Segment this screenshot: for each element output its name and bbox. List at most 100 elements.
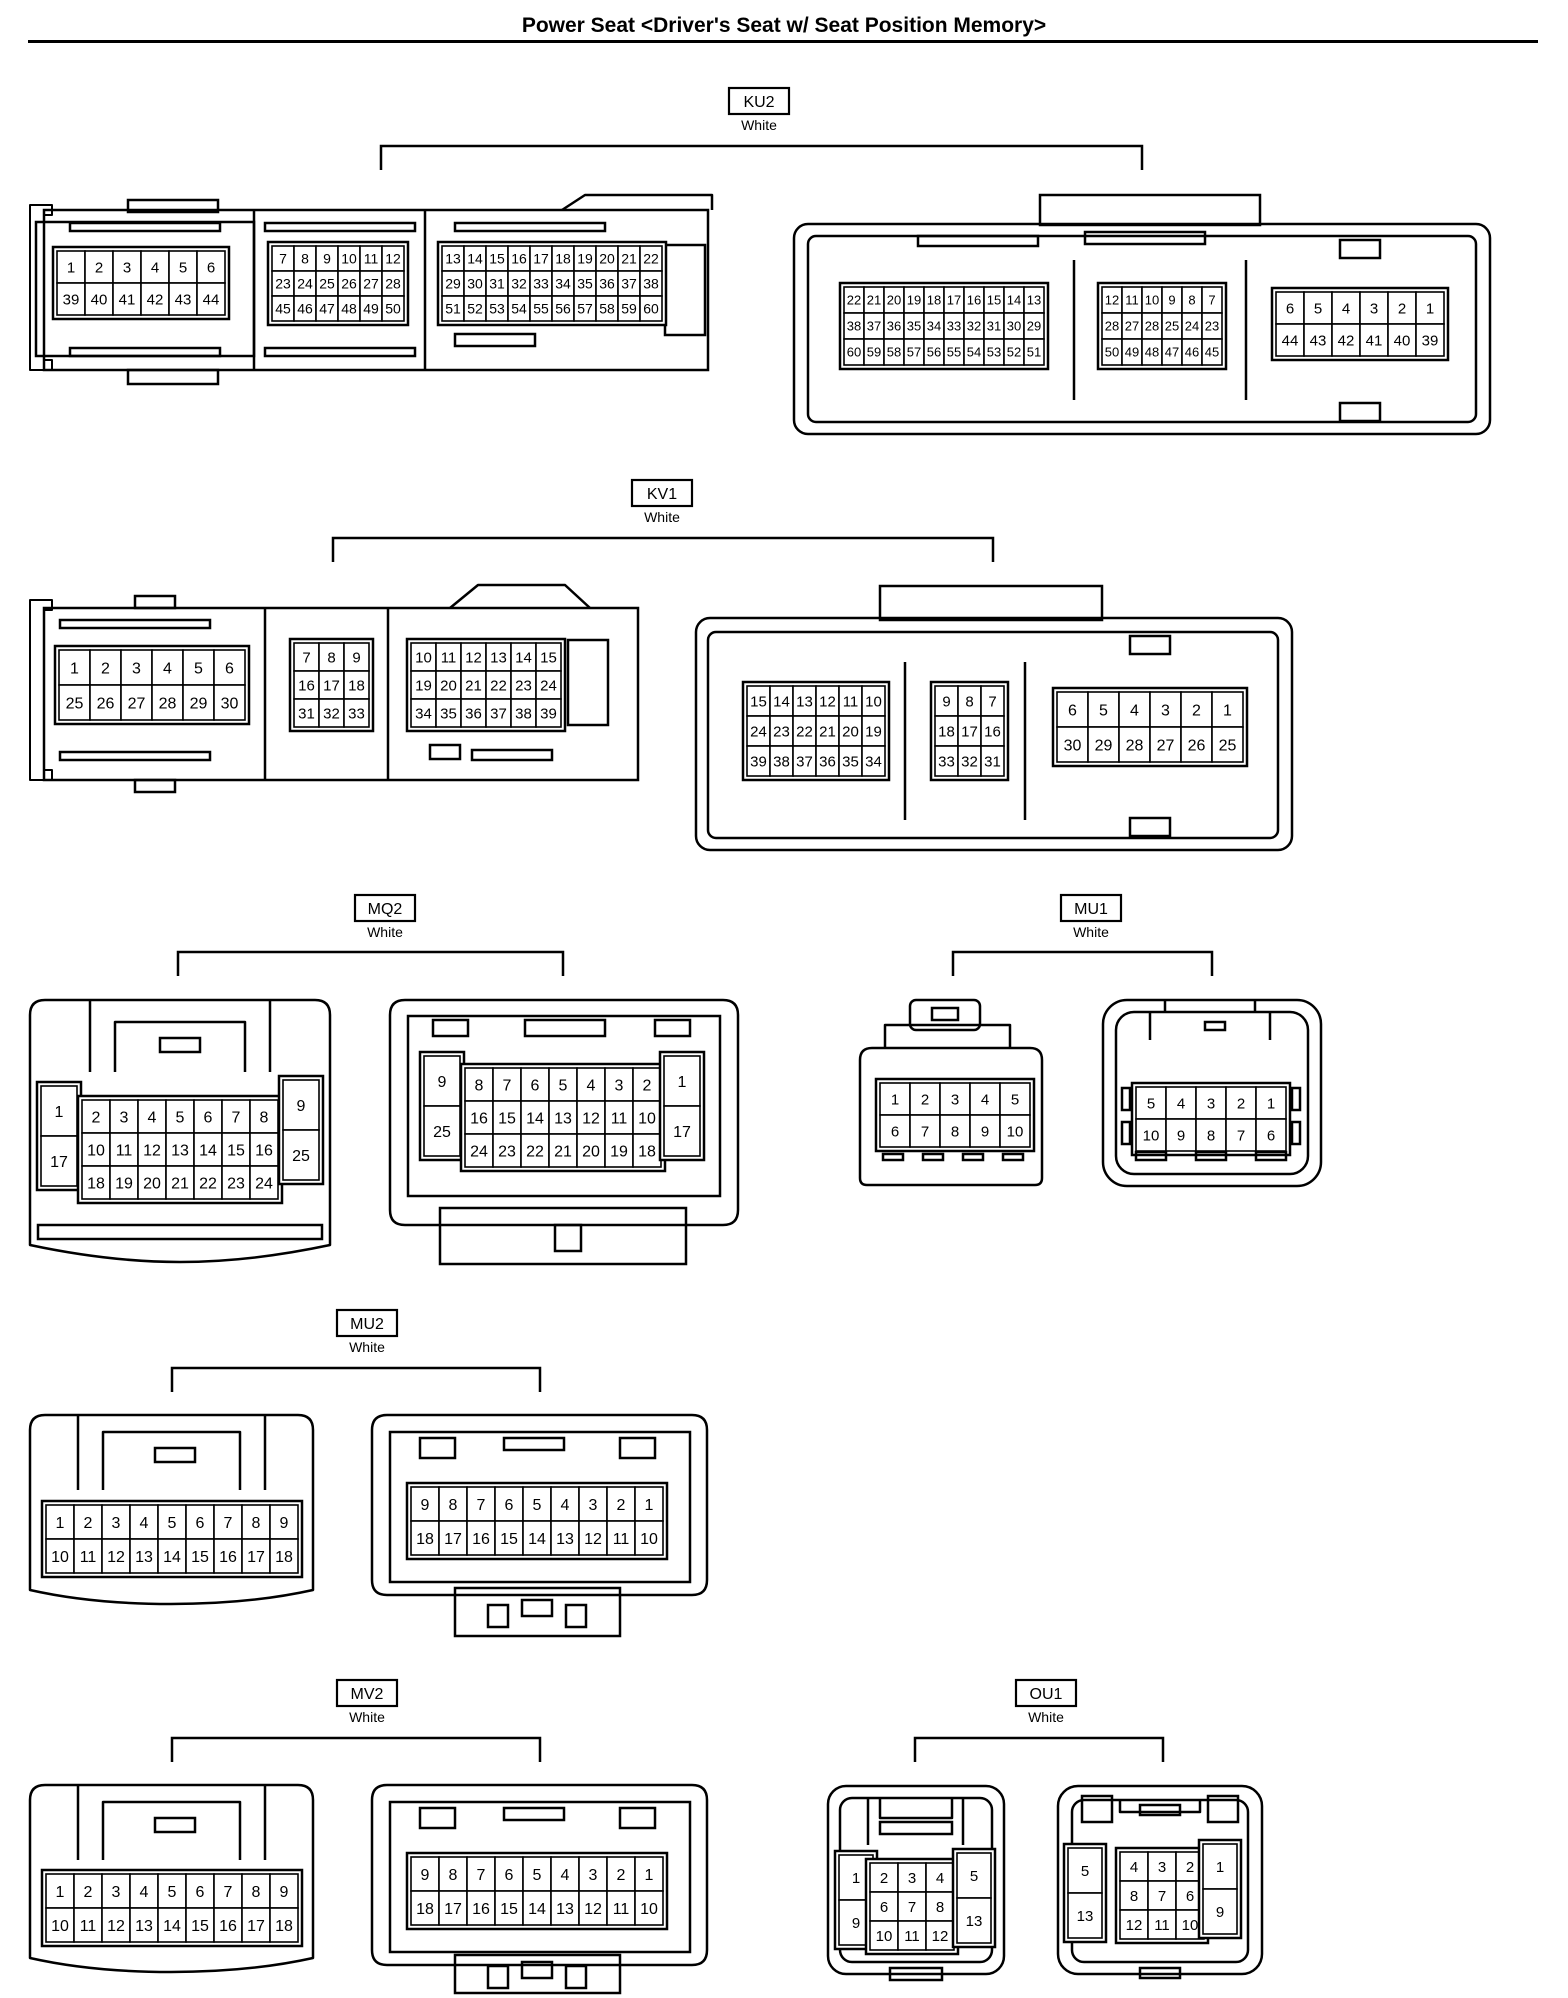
pin-number: 6 [891,1123,899,1140]
pin-grid: 117 [35,1080,83,1192]
pin-number: 6 [207,259,215,276]
pin-cell [410,1486,440,1522]
pin-number: 17 [323,677,340,694]
pin-number: 7 [1208,293,1215,308]
housing-outline [29,204,53,371]
pin-number: 18 [348,677,365,694]
pin-cell [438,1520,468,1556]
pin-number: 2 [1186,1859,1194,1876]
pin-cell [410,670,437,700]
pin-number: 34 [415,705,432,722]
pin-number: 10 [1007,1123,1024,1140]
housing-outline [453,1586,622,1638]
pin-number: 11 [441,649,457,666]
connector-code: MQ2 [368,901,403,918]
pin-cell [1255,1118,1287,1152]
pin-number: 41 [119,291,136,308]
pin-cell [213,649,246,686]
pin-number: 4 [140,1884,149,1901]
pin-number: 35 [907,319,921,334]
pin-number: 7 [988,693,996,710]
housing-outline [42,208,710,372]
pin-cell [535,698,562,728]
pin-cell [182,649,215,686]
pin-number: 31 [984,753,1001,770]
pin-number: 58 [599,301,615,317]
pin-cell [1202,1888,1238,1935]
page-title: Power Seat <Driver's Seat w/ Seat Positi… [521,14,1047,37]
housing-outline [486,1964,510,1990]
pin-number: 2 [617,1497,626,1514]
pin-number: 7 [477,1497,486,1514]
housing-outline [263,221,417,233]
pin-number: 24 [470,1143,488,1160]
pin-number: 36 [819,753,836,770]
pin-number: 60 [643,301,659,317]
housing-outline [523,1018,607,1038]
pin-number: 32 [961,753,978,770]
pin-cell [1165,1118,1197,1152]
pin-cell [269,1504,299,1540]
housing-outline [453,1953,622,1995]
pin-cell [1067,1892,1103,1939]
pin-grid: 925 [418,1050,466,1162]
pin-number: 16 [472,1901,490,1918]
housing-outline [520,1960,554,1980]
housing-outline [42,606,640,782]
connector-code: OU1 [1030,1686,1063,1703]
pin-cell [157,1538,187,1574]
pin-number: 8 [951,1123,959,1140]
pin-number: 36 [887,319,901,334]
pin-cell [999,1114,1031,1148]
pin-cell [1180,726,1213,763]
housing-outline [388,1800,692,1954]
housing-outline [1128,816,1172,838]
pin-number: 29 [190,695,208,712]
pin-number: 7 [908,1899,916,1916]
pin-number: 5 [533,1497,542,1514]
pin-number: 56 [927,345,941,360]
connector-code: KU2 [743,94,774,111]
pin-cell [606,1856,636,1892]
housing-outline [418,1436,457,1460]
pin-number: 1 [891,1091,899,1108]
pin-number: 6 [505,1497,514,1514]
pin-cell [410,698,437,728]
pin-number: 4 [1177,1095,1185,1112]
pin-number: 40 [1394,332,1411,349]
pin-cell [520,1133,550,1168]
pin-number: 11 [116,1142,133,1159]
pin-cell [196,250,226,284]
connector-bracket [913,1736,1165,1762]
pin-cell [606,1486,636,1522]
pin-grid: 925 [277,1074,325,1186]
pin-number: 4 [151,259,159,276]
pin-cell [1255,1086,1287,1120]
connector-color: White [349,1709,385,1725]
connector-color: White [367,924,403,940]
pin-cell [137,1132,167,1167]
pin-number: 6 [531,1077,540,1094]
pin-number: 7 [1237,1127,1245,1144]
housing-outline [908,998,982,1032]
pin-number: 1 [56,1884,65,1901]
housing-outline [858,1046,1044,1187]
pin-cell [1331,323,1361,357]
pin-cell [213,684,246,721]
pin-number: 11 [364,251,379,267]
pin-cell [40,1135,78,1187]
pin-number: 18 [275,1549,293,1566]
housing-outline [1148,1000,1272,1040]
pin-number: 18 [938,723,955,740]
pin-number: 31 [298,705,315,722]
pin-cell [40,1085,78,1137]
pin-number: 2 [1237,1095,1245,1112]
connector-color: White [1073,924,1109,940]
pin-cell [193,1099,223,1134]
housing-outline [866,1798,965,1845]
pin-number: 6 [1186,1888,1194,1905]
pin-number: 10 [1145,293,1159,308]
